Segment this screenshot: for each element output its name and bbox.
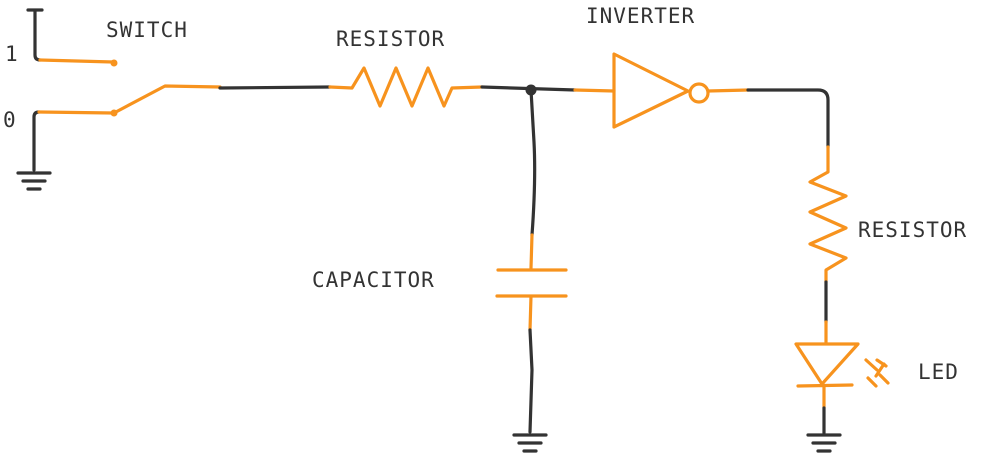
switch-label: SWITCH [106, 18, 188, 42]
switch-terminal-0 [32, 109, 118, 172]
led-symbol [794, 320, 890, 410]
resistor-right-symbol [808, 145, 848, 284]
capacitor-symbol [495, 233, 568, 332]
wire-inverter-output [706, 88, 750, 93]
wire-capacitor-to-ground [528, 328, 534, 434]
ground-symbol-led [806, 433, 842, 453]
switch-terminal-1 [26, 8, 118, 67]
switch-position-1-label: 1 [5, 42, 19, 66]
wire-switch-to-resistor [218, 85, 332, 90]
switch-lever [112, 84, 222, 115]
capacitor-label: CAPACITOR [312, 268, 435, 292]
resistor-top-symbol [328, 66, 484, 108]
switch-position-0-label: 0 [3, 108, 17, 132]
resistor-right-label: RESISTOR [858, 218, 968, 242]
wire-node-to-inverter [573, 88, 616, 93]
resistor-top-label: RESISTOR [336, 27, 446, 51]
wire-node-to-capacitor [529, 88, 537, 237]
ground-symbol-capacitor [512, 433, 548, 453]
inverter-symbol [612, 52, 710, 129]
ground-symbol-switch [16, 171, 52, 191]
inverter-label: INVERTER [586, 4, 696, 28]
led-label: LED [918, 360, 959, 384]
wire-inverter-to-right-branch [746, 88, 830, 149]
